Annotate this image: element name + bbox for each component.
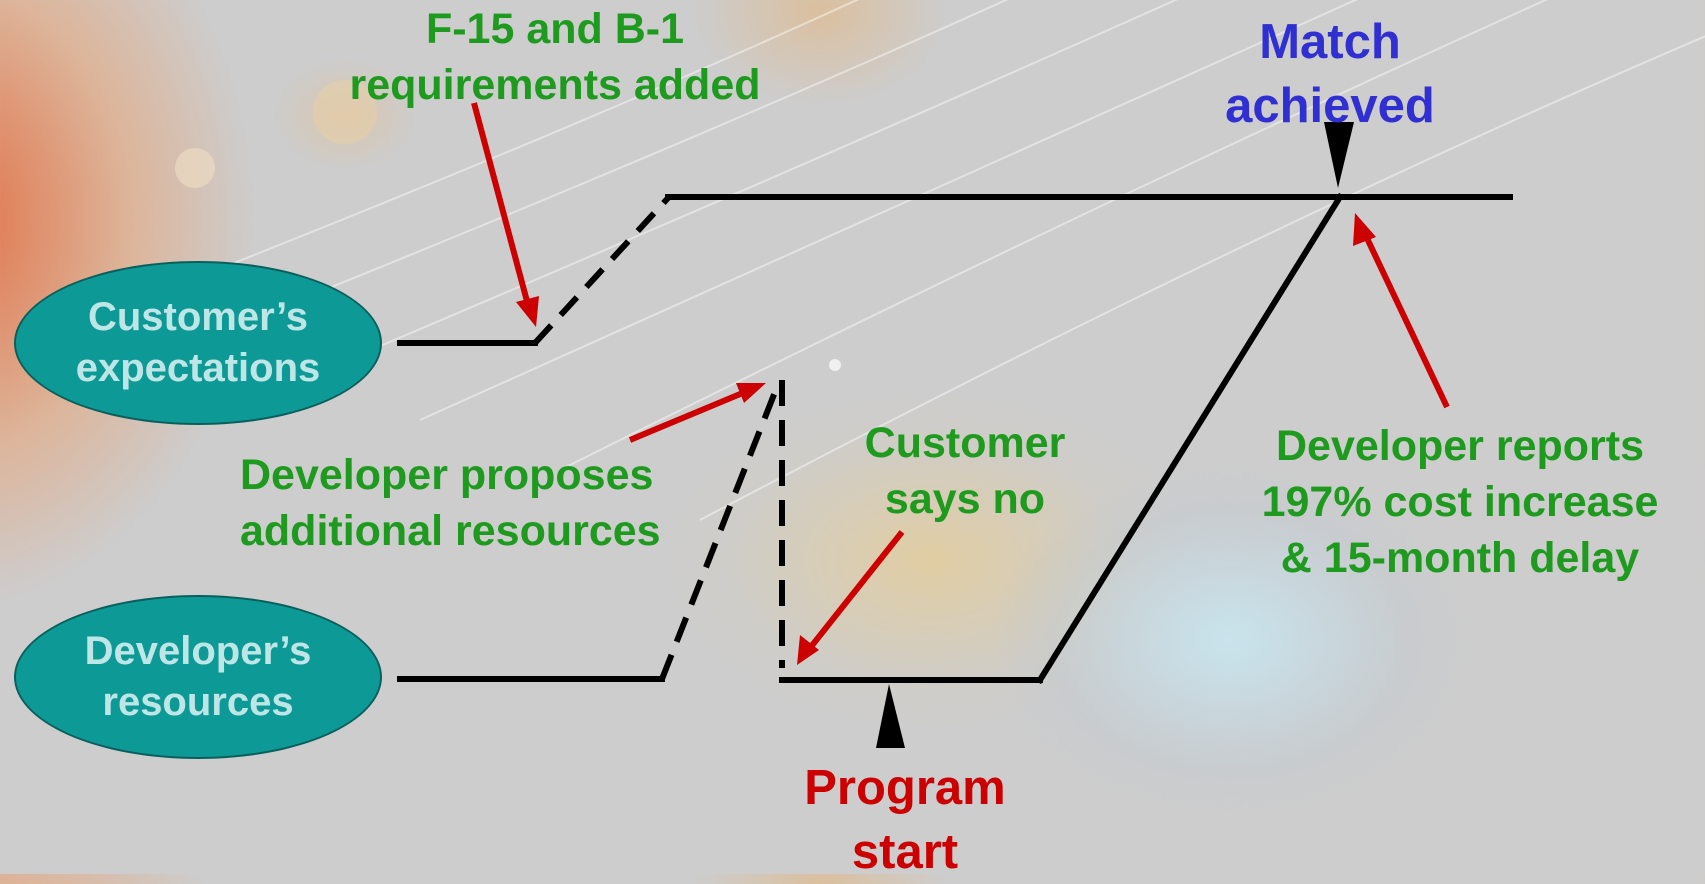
developer-resources-label: Developer’s resources: [84, 629, 312, 724]
customer-says-no-annotation: Customer says no: [864, 419, 1066, 523]
resources-growth-line: [1035, 192, 1345, 685]
developer-resources-oval: Developer’s resources: [14, 595, 382, 759]
match-achieved-annotation: Match achieved: [1225, 15, 1435, 133]
proposal-pointer-arrow-icon: [628, 383, 766, 443]
developer-reports-annotation: Developer reports 197% cost increase & 1…: [1261, 422, 1659, 582]
customer-expectations-label: Customer’s expectations: [75, 295, 321, 390]
requirements-added-annotation: F-15 and B-1 requirements added: [349, 5, 761, 109]
match-achieved-marker-icon: [1324, 122, 1354, 188]
program-start-marker-icon: [876, 684, 905, 748]
requirements-pointer-arrow-icon: [471, 102, 539, 327]
developer-proposes-annotation: Developer proposes additional resources: [240, 451, 661, 555]
developer-proposal-rise: [659, 390, 778, 681]
customer-expectations-oval: Customer’s expectations: [14, 261, 382, 425]
refusal-pointer-arrow-icon: [797, 530, 905, 665]
customer-expectations-rise: [532, 195, 671, 346]
program-start-annotation: Program start: [804, 761, 1006, 879]
cost-report-pointer-arrow-icon: [1353, 213, 1450, 409]
